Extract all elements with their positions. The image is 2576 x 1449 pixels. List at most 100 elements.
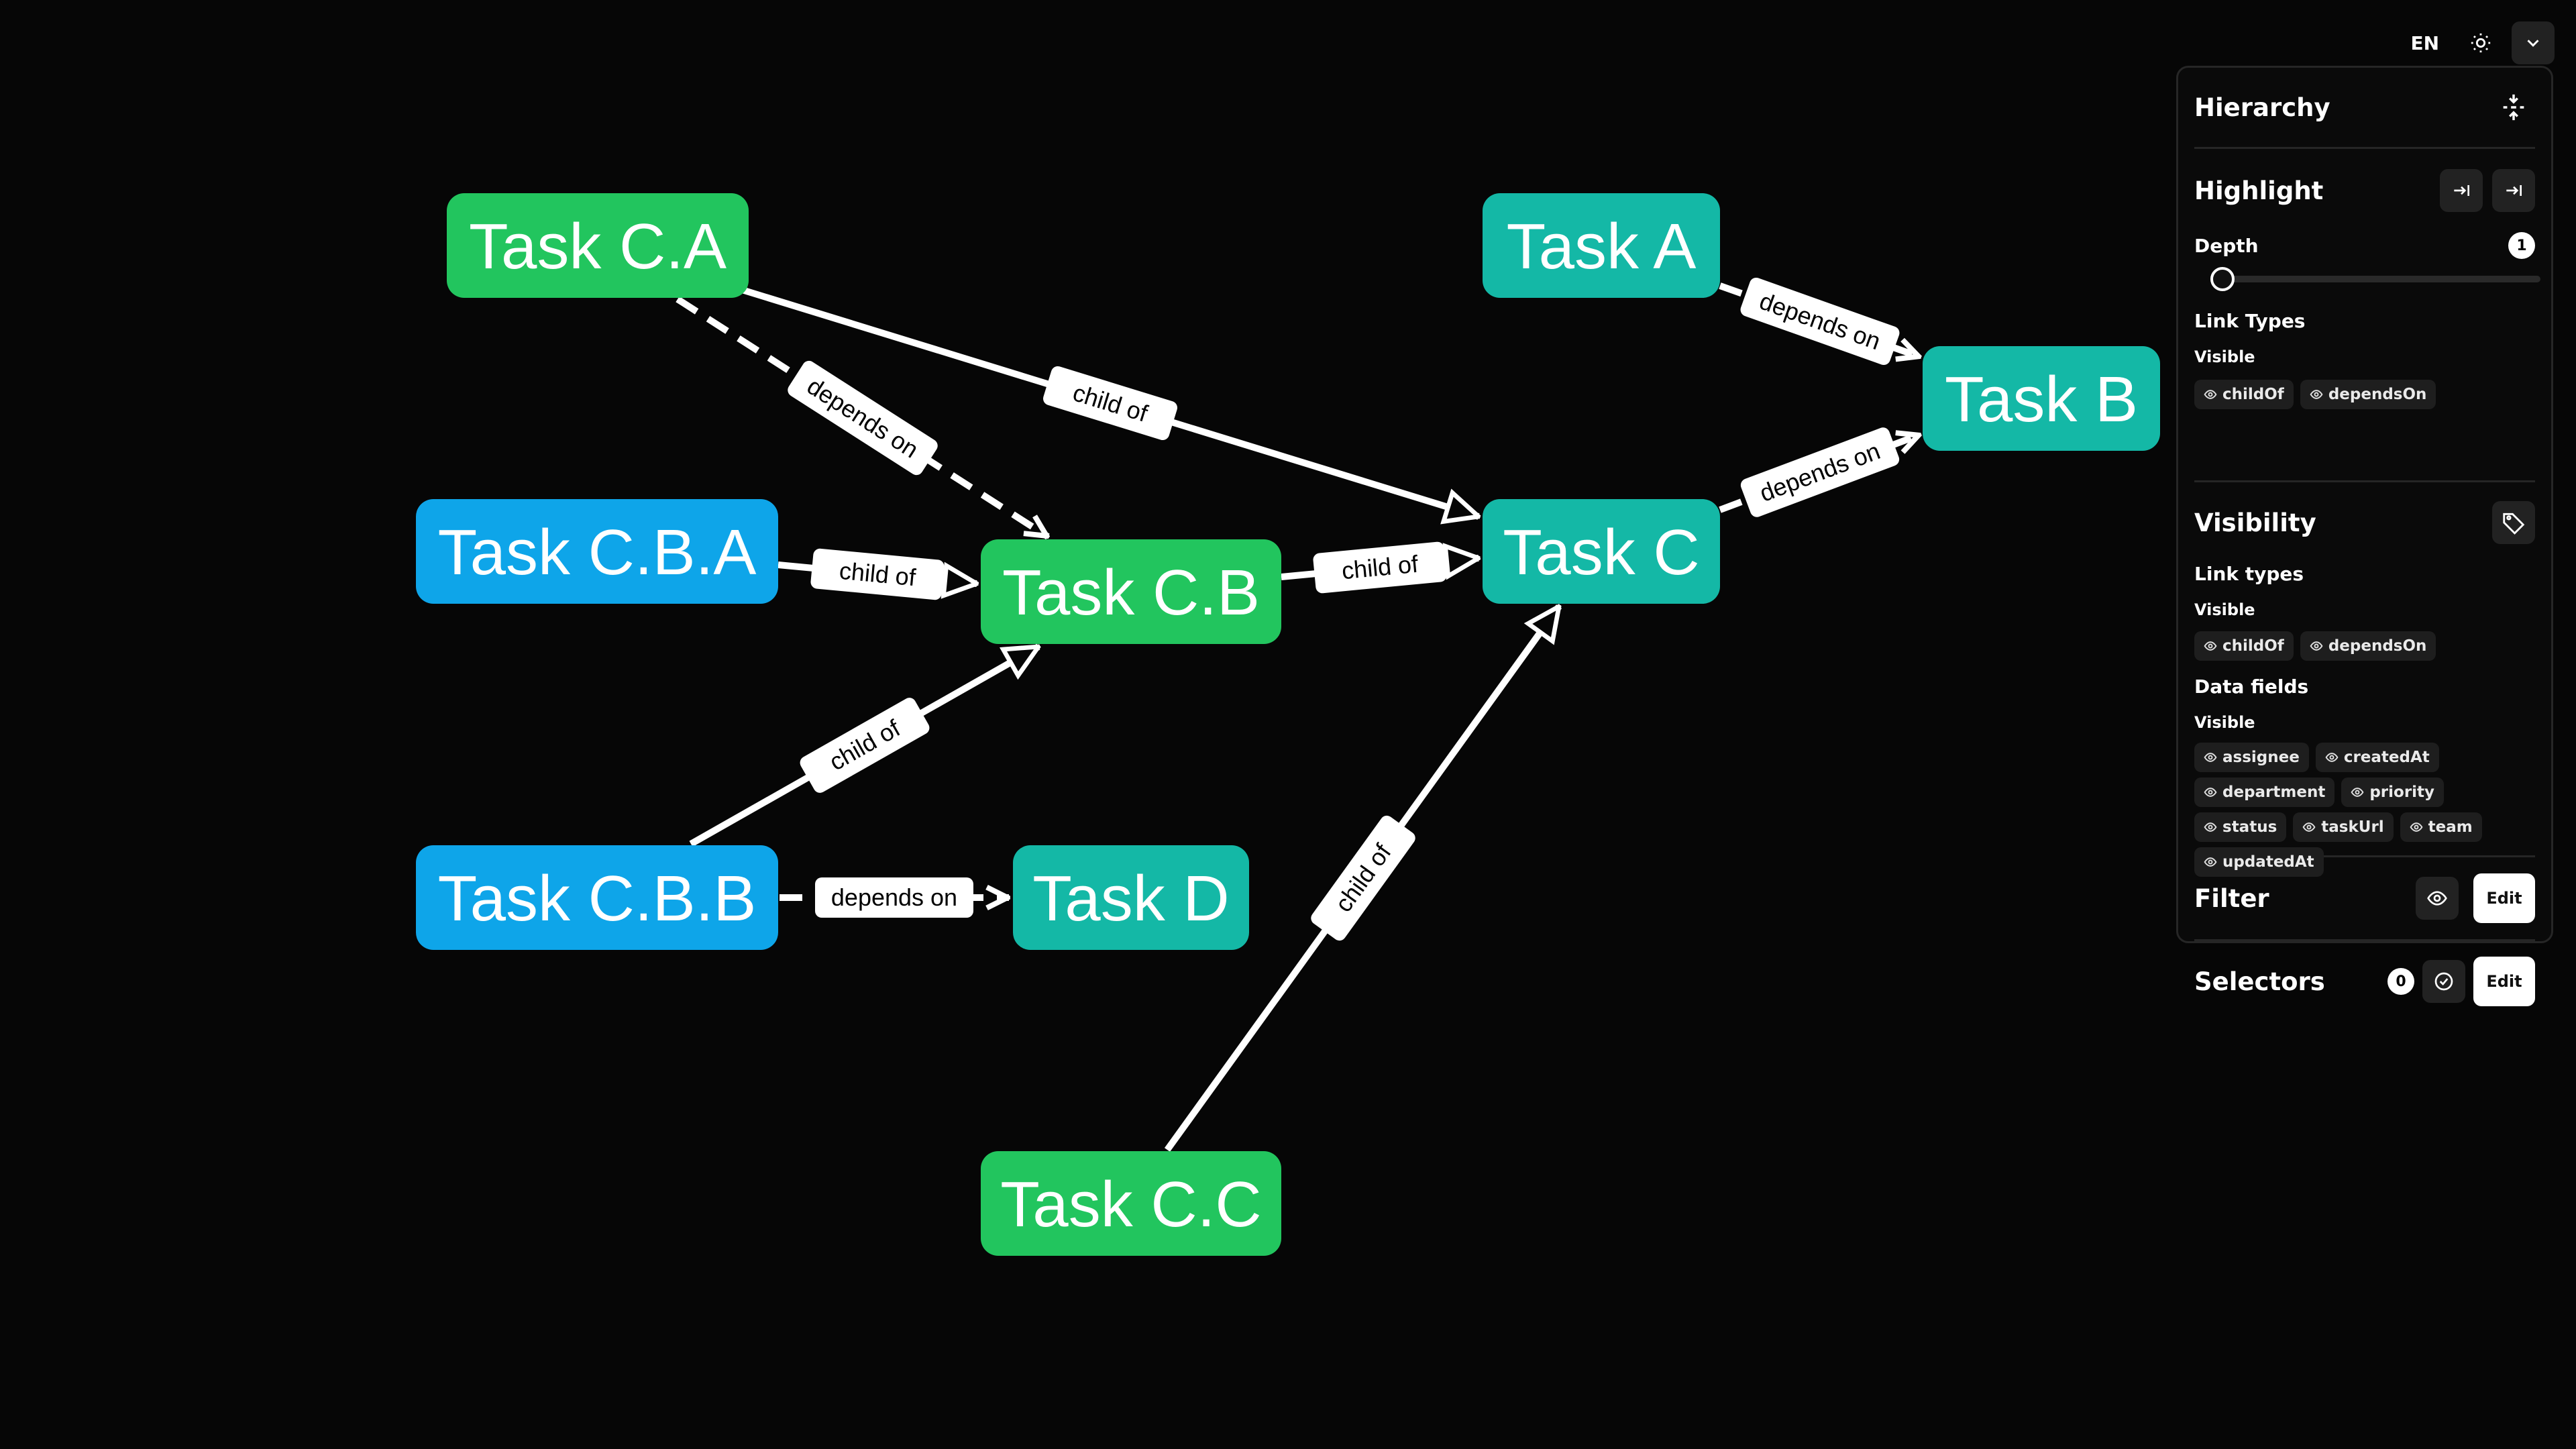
filter-edit-button[interactable]: Edit [2473, 873, 2535, 923]
chip-taskUrl[interactable]: taskUrl [2293, 812, 2394, 842]
chip-team[interactable]: team [2400, 812, 2482, 842]
node-task-cba[interactable]: Task C.B.A [416, 499, 778, 604]
arrow-to-line-icon [2454, 185, 2469, 196]
collapse-icon [2503, 94, 2524, 121]
sun-icon [2471, 33, 2491, 53]
eye-icon [2204, 786, 2217, 799]
depth-slider-thumb[interactable] [2210, 267, 2235, 291]
node-label: Task C.C [1000, 1169, 1261, 1240]
chip-label: assignee [2222, 749, 2300, 766]
node-label: Task B [1945, 364, 2138, 435]
edge-label-text: depends on [831, 883, 957, 911]
node-task-cb[interactable]: Task C.B [981, 539, 1281, 644]
highlight-out-button[interactable] [2492, 169, 2535, 212]
node-task-a[interactable]: Task A [1483, 193, 1720, 298]
chip-dependsOn[interactable]: dependsOn [2300, 380, 2436, 409]
hierarchy-section: Hierarchy [2194, 68, 2535, 149]
selectors-check-button[interactable] [2422, 960, 2465, 1003]
eye-icon [2310, 639, 2323, 653]
node-task-ca[interactable]: Task C.A [447, 193, 749, 298]
visibility-labels-button[interactable] [2492, 501, 2535, 544]
language-selector[interactable]: EN [2410, 32, 2439, 54]
edge-label: child of [1311, 815, 1415, 941]
depth-label: Depth [2194, 234, 2259, 257]
edge-label: depends on [815, 877, 973, 918]
tag-icon [2503, 513, 2525, 535]
eye-icon [2325, 751, 2339, 764]
top-toolbar: EN [2400, 21, 2555, 64]
hierarchy-title: Hierarchy [2194, 93, 2330, 122]
check-circle-icon [2434, 972, 2453, 991]
node-label: Task C.A [469, 211, 727, 282]
node-task-cc[interactable]: Task C.C [981, 1151, 1281, 1256]
data-fields-label: Data fields [2194, 676, 2309, 698]
chip-label: taskUrl [2321, 818, 2384, 836]
chip-label: department [2222, 784, 2326, 801]
chip-label: dependsOn [2328, 637, 2427, 655]
visibility-link-chips: childOf dependsOn [2194, 631, 2535, 661]
chip-dependsOn[interactable]: dependsOn [2300, 631, 2436, 661]
side-panel: Hierarchy Highlight Depth 1 [2176, 66, 2553, 1006]
filter-visibility-button[interactable] [2416, 877, 2459, 920]
highlight-section: Highlight Depth 1 Link Types Visible chi… [2194, 149, 2540, 482]
eye-icon [2427, 891, 2447, 906]
chevron-down-icon [2527, 40, 2539, 47]
data-visible-label: Visible [2194, 713, 2255, 732]
visibility-field-chips: assignee createdAt department priority statu… [2194, 743, 2535, 877]
chip-assignee[interactable]: assignee [2194, 743, 2309, 772]
eye-icon [2204, 855, 2217, 869]
chip-label: childOf [2222, 386, 2284, 403]
eye-icon [2302, 820, 2316, 834]
highlight-in-button[interactable] [2440, 169, 2483, 212]
selectors-section: Selectors 0 Edit [2194, 941, 2535, 1022]
chip-label: updatedAt [2222, 853, 2314, 871]
chip-department[interactable]: department [2194, 777, 2335, 807]
selectors-count-badge: 0 [2387, 968, 2414, 995]
edge-label: depends on [788, 360, 938, 476]
chip-childOf[interactable]: childOf [2194, 631, 2294, 661]
node-task-c[interactable]: Task C [1483, 499, 1720, 604]
edge-label: child of [1043, 366, 1177, 441]
edge-label: child of [810, 548, 945, 600]
chip-status[interactable]: status [2194, 812, 2287, 842]
chip-priority[interactable]: priority [2341, 777, 2445, 807]
node-label: Task C.B.A [438, 517, 757, 588]
selectors-edit-button[interactable]: Edit [2473, 957, 2535, 1006]
selectors-title: Selectors [2194, 967, 2325, 996]
filter-section: Filter Edit [2194, 857, 2535, 941]
panel-collapse-button[interactable] [2512, 21, 2555, 64]
link-types-label: Link types [2194, 563, 2304, 585]
chip-label: createdAt [2343, 749, 2430, 766]
link-types-label: Link Types [2194, 310, 2306, 332]
node-label: Task D [1032, 863, 1229, 934]
eye-icon [2310, 388, 2323, 401]
chip-label: childOf [2222, 637, 2284, 655]
node-label: Task C.B [1002, 557, 1260, 629]
chip-label: priority [2369, 784, 2435, 801]
visible-label: Visible [2194, 347, 2255, 366]
chip-childOf[interactable]: childOf [2194, 380, 2294, 409]
chip-label: status [2222, 818, 2277, 836]
visible-label: Visible [2194, 600, 2255, 619]
eye-icon [2351, 786, 2364, 799]
chip-label: team [2428, 818, 2473, 836]
chip-createdAt[interactable]: createdAt [2315, 743, 2439, 772]
depth-slider-track[interactable] [2210, 276, 2540, 282]
edge-label-text: depends on [802, 372, 924, 464]
chip-label: dependsOn [2328, 386, 2427, 403]
highlight-link-chips: childOf dependsOn [2194, 380, 2535, 409]
eye-icon [2204, 388, 2217, 401]
node-task-cbb[interactable]: Task C.B.B [416, 845, 778, 950]
depth-value-badge: 1 [2508, 232, 2535, 259]
eye-icon [2204, 820, 2217, 834]
chip-updatedAt[interactable]: updatedAt [2194, 847, 2324, 877]
highlight-title: Highlight [2194, 176, 2324, 205]
hierarchy-collapse-button[interactable] [2492, 86, 2535, 129]
node-task-d[interactable]: Task D [1013, 845, 1249, 950]
node-task-b[interactable]: Task B [1923, 346, 2160, 451]
theme-toggle[interactable] [2459, 21, 2502, 64]
eye-icon [2204, 639, 2217, 653]
node-label: Task C [1503, 517, 1699, 588]
